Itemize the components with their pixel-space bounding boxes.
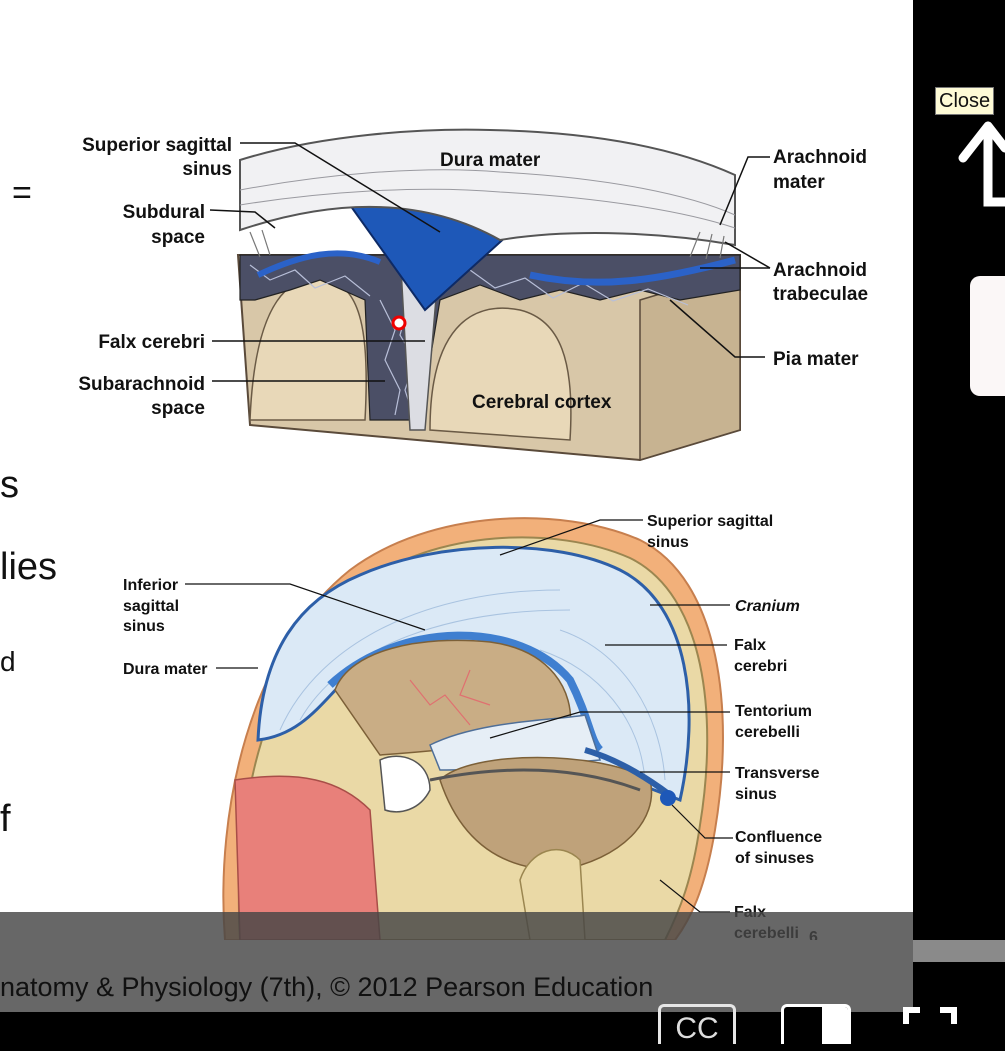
caption-overlay	[0, 912, 913, 1012]
meninges-diagram: Superior sagittal sinus Dura mater Arach…	[78, 128, 868, 462]
label-arachnoid: Arachnoid	[773, 147, 867, 168]
label-falx-cerebri: Falx cerebri	[98, 332, 205, 353]
label-falx: Falx	[734, 637, 766, 654]
slide: = s lies d f	[0, 0, 913, 1040]
label-tentorium: Tentorium	[735, 703, 812, 720]
slide-text-fragment: lies	[0, 546, 58, 588]
fullscreen-button[interactable]	[903, 1004, 957, 1044]
label-sagittal: sagittal	[123, 598, 179, 615]
label-transverse: Transverse	[735, 765, 820, 782]
slide-text-fragment: =	[12, 174, 32, 212]
label-tentorium-cerebelli: cerebelli	[735, 724, 800, 741]
slide-text-fragment: d	[0, 646, 16, 677]
label-falx-cerebri: cerebri	[734, 658, 787, 675]
slide-text-fragment: s	[0, 464, 19, 506]
label-pia-mater: Pia mater	[773, 349, 859, 370]
label-superior-sagittal-sinus: Superior sagittal	[647, 513, 773, 530]
label-confluence: Confluence	[735, 829, 822, 846]
label-superior-sinus: sinus	[647, 534, 689, 551]
label-arachnoid-trabeculae: Arachnoid	[773, 260, 867, 281]
theater-mode-button[interactable]	[781, 1004, 851, 1044]
side-panel-card[interactable]	[970, 276, 1005, 396]
label-subarachnoid-space: space	[151, 398, 205, 419]
label-subdural-space: space	[151, 227, 205, 248]
label-superior-sagittal: Superior sagittal	[82, 135, 232, 156]
slide-text-fragment: f	[0, 798, 11, 840]
label-arachnoid-mater: mater	[773, 172, 825, 193]
fullscreen-icon	[903, 1007, 957, 1024]
up-arrow-icon[interactable]	[955, 118, 1005, 210]
label-of-sinuses: of sinuses	[735, 850, 814, 867]
label-subdural: Subdural	[123, 202, 205, 223]
sagittal-head-diagram: Superior sagittal sinus Inferior sagitta…	[123, 513, 822, 940]
close-tooltip: Close	[935, 87, 995, 115]
label-dura-mater-head: Dura mater	[123, 661, 207, 678]
caption-text: natomy & Physiology (7th), © 2012 Pearso…	[0, 972, 654, 1002]
label-transverse-sinus: sinus	[735, 786, 777, 803]
closed-captions-button[interactable]: CC	[658, 1004, 736, 1045]
player-control-bar	[0, 1012, 1005, 1040]
label-subarachnoid: Subarachnoid	[78, 374, 205, 395]
theater-mode-icon	[822, 1007, 848, 1044]
label-cerebral-cortex: Cerebral cortex	[472, 392, 612, 413]
label-inferior: Inferior	[123, 577, 178, 594]
label-sinus: sinus	[182, 159, 232, 180]
caption-overlay-extension	[913, 940, 1005, 962]
label-dura-mater: Dura mater	[440, 150, 541, 171]
label-trabeculae: trabeculae	[773, 284, 868, 305]
label-inferior-sinus: sinus	[123, 618, 165, 635]
label-cranium: Cranium	[735, 598, 800, 615]
